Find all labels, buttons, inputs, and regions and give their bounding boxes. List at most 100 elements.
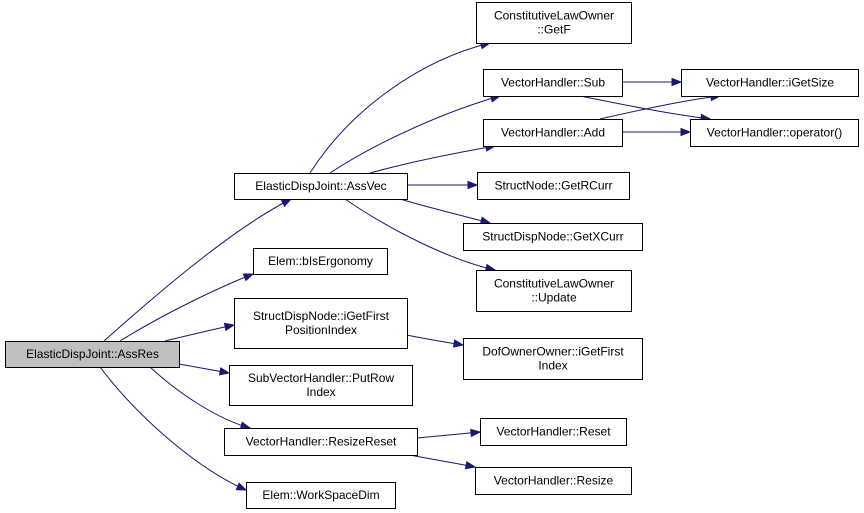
node-label: ElasticDispJoint::AssVec	[255, 179, 386, 193]
node-box	[483, 119, 623, 147]
edge-line	[399, 198, 491, 224]
node-box	[475, 467, 632, 495]
edge-line	[344, 198, 496, 271]
node-assvec[interactable]: ElasticDispJoint::AssVec	[234, 173, 408, 200]
node-box	[463, 223, 643, 251]
edge-assvec-to-getxcurr	[399, 198, 492, 225]
node-box	[477, 172, 630, 200]
edge-line	[579, 95, 711, 120]
node-box	[690, 119, 859, 147]
edge-assres-to-igetfirstpos	[164, 322, 236, 342]
node-resizereset[interactable]: VectorHandler::ResizeReset	[224, 428, 418, 456]
node-label: StructDispNode::GetXCurr	[482, 230, 623, 244]
edge-resizereset-to-resize	[409, 454, 477, 470]
node-label: ElasticDispJoint::AssRes	[26, 347, 159, 361]
node-operator[interactable]: VectorHandler::operator()	[690, 119, 859, 147]
node-box	[234, 173, 408, 200]
node-getf[interactable]: ConstitutiveLawOwner::GetF	[476, 2, 632, 44]
node-sub[interactable]: VectorHandler::Sub	[483, 69, 623, 97]
edge-assvec-to-getf	[309, 41, 492, 174]
node-box	[480, 418, 627, 446]
node-add[interactable]: VectorHandler::Add	[483, 119, 623, 147]
edge-assvec-to-sub	[329, 94, 502, 174]
node-label: Index	[306, 385, 335, 399]
edge-line	[99, 366, 247, 491]
node-getxcurr[interactable]: StructDispNode::GetXCurr	[463, 223, 643, 251]
node-reset[interactable]: VectorHandler::Reset	[480, 418, 627, 446]
edge-line	[103, 198, 292, 342]
edge-arrowhead	[470, 428, 482, 438]
node-igetsize[interactable]: VectorHandler::iGetSize	[681, 69, 859, 97]
edge-line	[599, 95, 721, 120]
edge-arrowhead	[452, 339, 465, 348]
node-label: VectorHandler::operator()	[707, 126, 842, 140]
edge-arrowhead	[680, 127, 692, 137]
edge-sub-to-operator	[579, 95, 712, 123]
node-bisergonomy[interactable]: Elem::bIsErgonomy	[253, 248, 388, 275]
node-box	[463, 338, 643, 380]
nodes-layer: ElasticDispJoint::AssRes ElasticDispJoint…	[5, 2, 859, 509]
edge-assres-to-workspacedim	[99, 366, 248, 491]
edge-assres-to-bisergonomy	[119, 273, 255, 342]
edge-line	[409, 454, 476, 468]
node-label: VectorHandler::Sub	[501, 76, 605, 90]
node-label: VectorHandler::Add	[501, 126, 605, 140]
edge-arrowhead	[280, 198, 293, 208]
edge-arrowhead	[242, 273, 255, 282]
node-label: StructDispNode::iGetFirst	[253, 309, 390, 323]
node-label: VectorHandler::Reset	[496, 425, 611, 439]
edge-assvec-to-add	[369, 143, 497, 174]
node-box	[681, 69, 859, 97]
node-resize[interactable]: VectorHandler::Resize	[475, 467, 632, 495]
node-box	[5, 341, 180, 368]
edge-line	[309, 42, 491, 174]
edge-line	[329, 95, 501, 174]
node-box	[476, 270, 632, 312]
edge-assres-to-resizereset	[149, 366, 252, 430]
node-box	[246, 482, 396, 509]
node-label: ConstitutiveLawOwner	[494, 9, 614, 23]
node-label: ConstitutiveLawOwner	[494, 277, 614, 291]
node-label: DofOwnerOwner::iGetFirst	[482, 345, 624, 359]
edge-line	[164, 324, 235, 342]
edge-arrowhead	[218, 367, 231, 376]
node-label: ::Update	[531, 291, 577, 305]
node-label: ::GetF	[537, 23, 570, 37]
node-workspacedim[interactable]: Elem::WorkSpaceDim	[246, 482, 396, 509]
node-box	[224, 428, 418, 456]
edge-sub-to-igetsize	[622, 77, 683, 87]
node-label: Elem::bIsErgonomy	[268, 254, 373, 268]
node-getrcurr[interactable]: StructNode::GetRCurr	[477, 172, 630, 200]
edge-arrowhead	[671, 77, 683, 87]
edges-layer	[99, 41, 722, 491]
node-label: PositionIndex	[285, 323, 357, 337]
edge-assvec-to-getrcurr	[407, 180, 479, 190]
edge-line	[119, 273, 254, 342]
edge-resizereset-to-reset	[416, 428, 482, 439]
node-box	[483, 69, 623, 97]
node-box	[229, 365, 413, 406]
node-box	[476, 2, 632, 44]
edge-line	[149, 366, 251, 429]
node-label: StructNode::GetRCurr	[494, 179, 612, 193]
node-box	[253, 248, 388, 275]
node-box	[234, 298, 408, 349]
edge-arrowhead	[235, 482, 248, 491]
edge-arrowhead	[467, 180, 479, 190]
node-update[interactable]: ConstitutiveLawOwner::Update	[476, 270, 632, 312]
node-label: SubVectorHandler::PutRow	[248, 371, 394, 385]
node-label: VectorHandler::Resize	[494, 474, 614, 488]
edge-igetfirstpos-to-dofigetfirst	[406, 334, 465, 348]
node-assres[interactable]: ElasticDispJoint::AssRes	[5, 341, 180, 368]
edge-line	[369, 145, 496, 174]
edge-arrowhead	[223, 322, 236, 332]
edge-arrowhead	[464, 460, 477, 470]
edge-assres-to-putrowindex	[178, 363, 231, 376]
node-label: Elem::WorkSpaceDim	[262, 488, 379, 502]
node-label: VectorHandler::iGetSize	[706, 76, 834, 90]
node-label: VectorHandler::ResizeReset	[246, 435, 397, 449]
